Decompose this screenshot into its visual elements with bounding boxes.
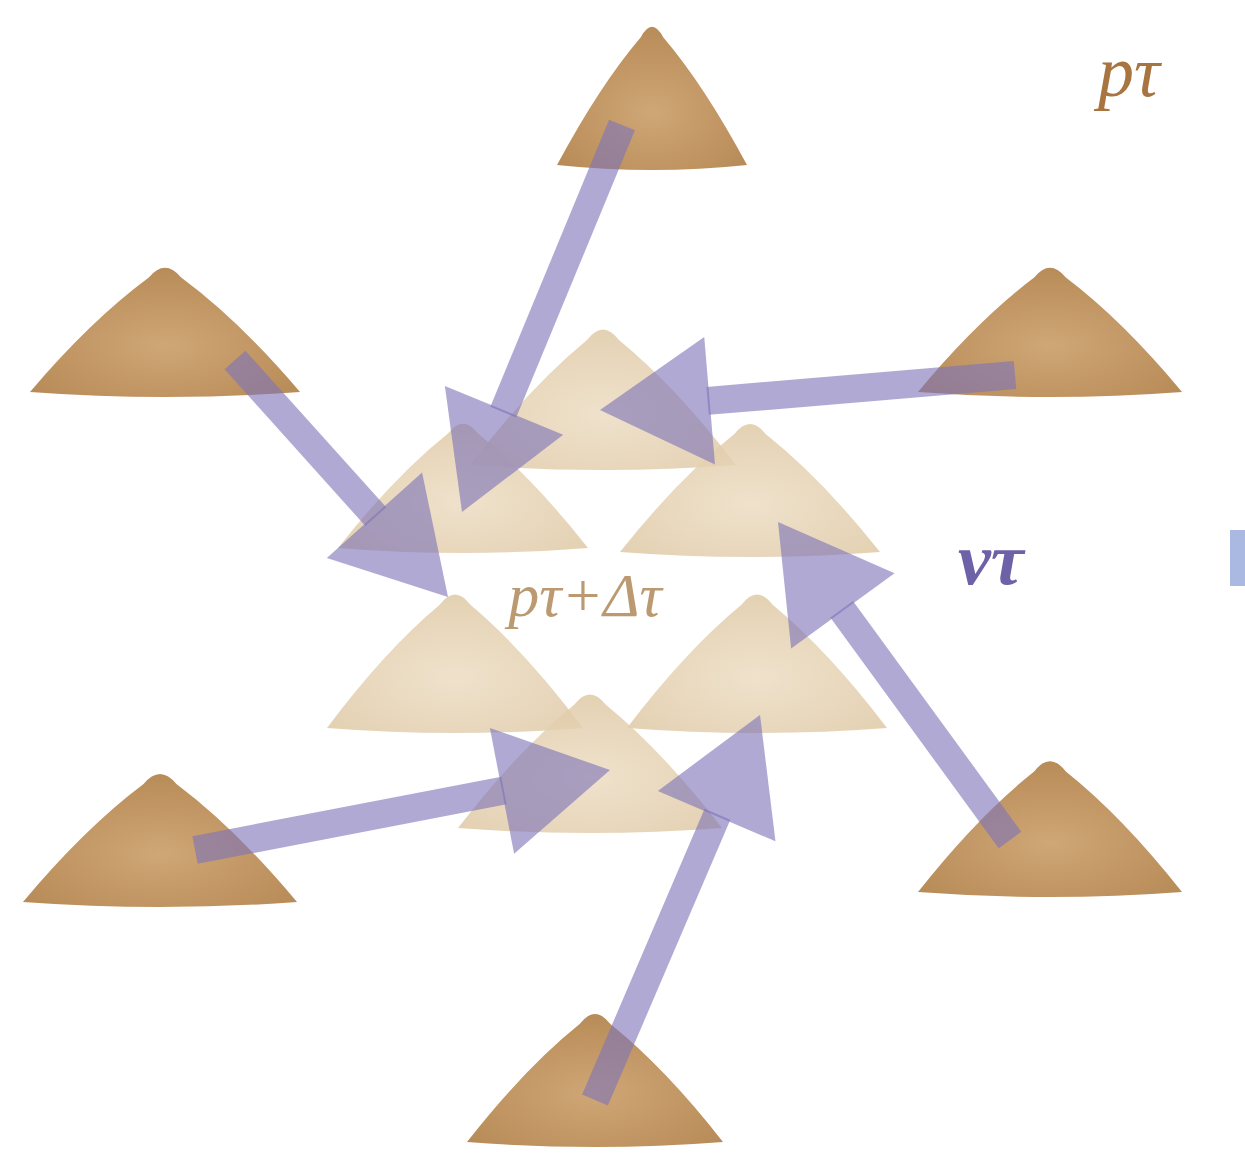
- arrow-shaft: [708, 375, 1015, 401]
- distribution-label: pτ: [1098, 36, 1160, 108]
- arrow-shaft: [235, 360, 376, 517]
- target-pile: [620, 424, 880, 557]
- source-pile: [557, 27, 747, 170]
- arrow-shaft: [595, 814, 717, 1100]
- arrow-shaft: [195, 790, 504, 850]
- arrow-head: [445, 386, 563, 512]
- arrow-head: [327, 472, 448, 597]
- arrow-head: [778, 522, 895, 649]
- edge-bar: [1230, 530, 1245, 586]
- arrow-shaft: [842, 609, 1010, 840]
- source-sand-piles: [23, 27, 1182, 1147]
- next-distribution-label: pτ+Δτ: [508, 564, 662, 626]
- arrow-head: [490, 728, 610, 854]
- velocity-label: ντ: [958, 522, 1024, 596]
- arrow-shaft: [503, 125, 622, 412]
- transport-arrows: [195, 125, 1015, 1100]
- arrow-head: [658, 715, 776, 841]
- arrow-head: [600, 337, 715, 465]
